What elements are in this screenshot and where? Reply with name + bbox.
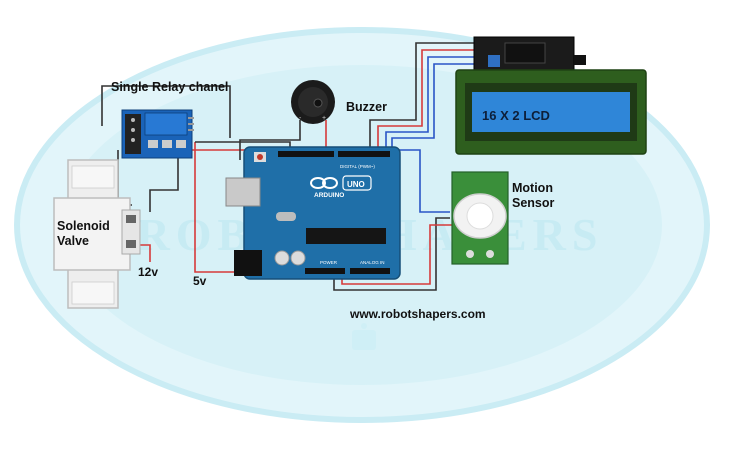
analog-header-label: ANALOG IN [360, 260, 385, 265]
buzzer-label: Buzzer [346, 100, 387, 114]
power-header-label: POWER [320, 260, 338, 265]
motion-label-line2: Sensor [512, 196, 555, 210]
pir-sensor [451, 171, 509, 265]
voltage-12v-label: 12v [138, 265, 158, 279]
solenoid-valve [53, 159, 141, 309]
voltage-5v-label: 5v [193, 274, 207, 288]
arduino-model: UNO [347, 180, 365, 189]
svg-text:-: - [299, 115, 302, 122]
solenoid-label-line1: Solenoid [57, 219, 110, 233]
relay-module [121, 109, 194, 159]
arduino-board [225, 146, 401, 280]
relay-label: Single Relay chanel [111, 80, 228, 94]
arduino-brand: ARDUINO [314, 192, 344, 199]
svg-text:+: + [322, 115, 326, 122]
digital-header-label: DIGITAL (PWM~) [340, 164, 375, 169]
lcd-display [455, 69, 647, 155]
lcd-text: 16 X 2 LCD [482, 108, 550, 123]
motion-label-line1: Motion [512, 181, 553, 195]
buzzer: - + [291, 80, 335, 124]
robot-emblem [352, 323, 376, 350]
website-label: www.robotshapers.com [349, 307, 486, 321]
solenoid-label-line2: Valve [57, 234, 89, 248]
i2c-adapter [473, 36, 586, 74]
